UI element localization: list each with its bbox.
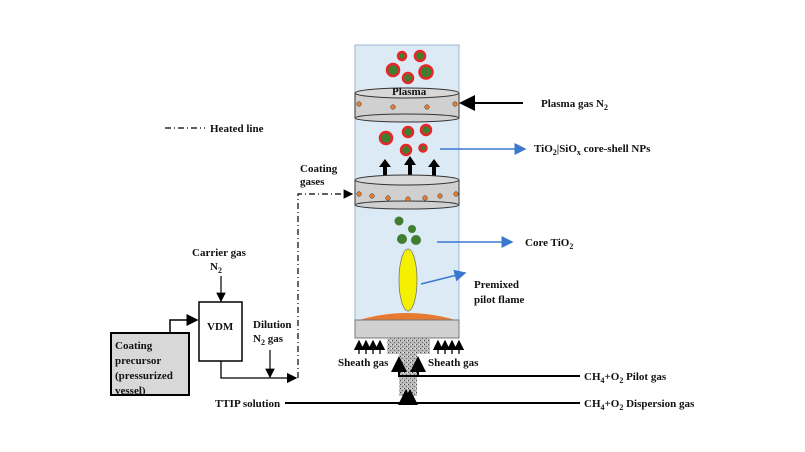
- core-shell-label: TiO2|SiOx core-shell NPs: [534, 143, 651, 157]
- ttip-label: TTIP solution: [215, 398, 280, 410]
- core-tio2-particles: [394, 216, 421, 245]
- nozzle-top: [387, 338, 430, 354]
- heated-line-label: Heated line: [210, 123, 264, 135]
- upward-flow-arrows: [379, 156, 440, 182]
- pilot-gas-label: CH4+O2 Pilot gas: [584, 371, 667, 385]
- dispersion-gas-line: [402, 389, 580, 405]
- plasma-label: Plasma: [392, 86, 427, 98]
- dispersion-gas-label: CH4+O2 Dispersion gas: [584, 398, 695, 412]
- vdm-outlet-line: [220, 361, 298, 384]
- vdm-label: VDM: [207, 321, 234, 333]
- ttip-line: [285, 389, 414, 405]
- coating-precursor-vessel: [110, 332, 190, 396]
- sheath-gas-left-label: Sheath gas: [338, 357, 389, 369]
- heated-coating-line: [297, 189, 354, 378]
- coating-ring: [354, 174, 460, 210]
- burner-plate: [354, 319, 460, 339]
- plasma-gas-label: Plasma gas N2: [541, 98, 608, 112]
- vdm-box: [198, 301, 243, 362]
- core-tio2-label: Core TiO2: [525, 237, 573, 251]
- sheath-gas-right-label: Sheath gas: [428, 357, 479, 369]
- precursor-to-vdm-line: [169, 314, 199, 333]
- pilot-flame: [398, 248, 418, 312]
- sheath-gas-arrows-left: [353, 339, 386, 354]
- pilot-flame-arrow: [420, 269, 467, 285]
- base-glow: [356, 313, 459, 321]
- plasma-ring: [354, 87, 460, 123]
- sheath-gas-arrows-right: [432, 339, 465, 354]
- pilot-gas-line-left: [391, 356, 418, 377]
- core-shell-particles: [378, 123, 433, 157]
- core-shell-particles-top: [385, 49, 434, 85]
